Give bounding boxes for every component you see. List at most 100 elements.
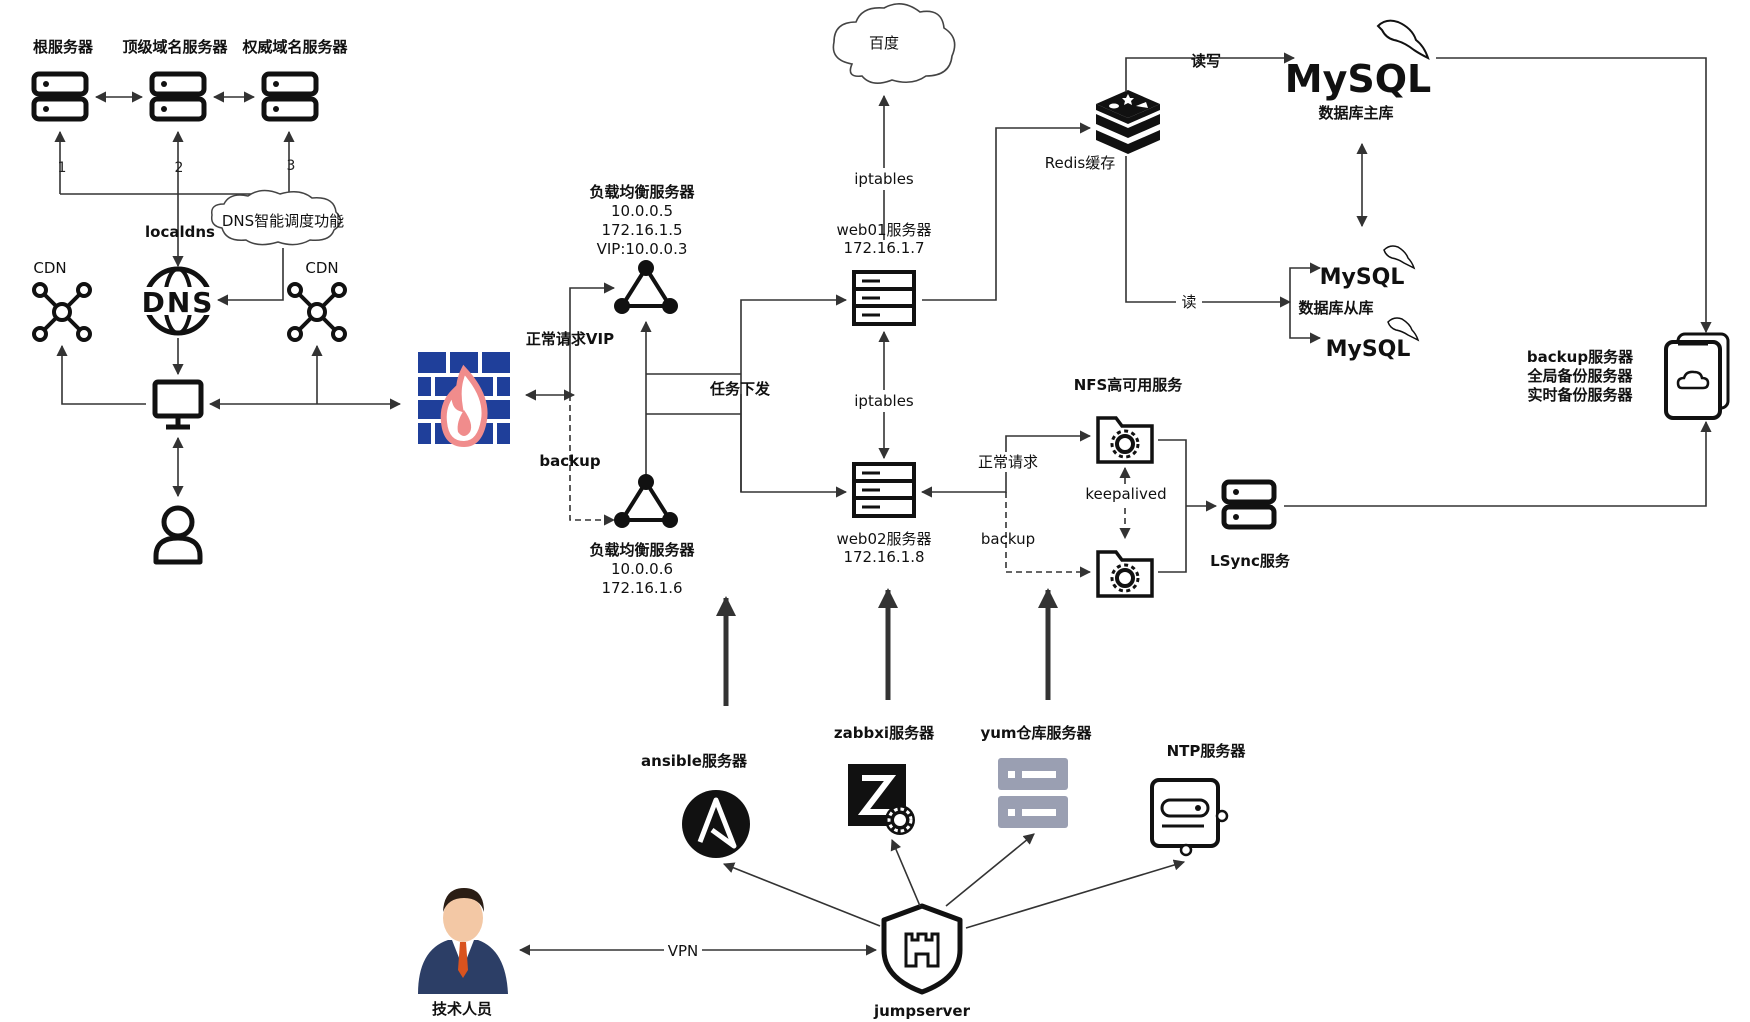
- baidu-cloud: 百度: [832, 3, 956, 84]
- client-monitor-icon: [152, 379, 204, 430]
- zabbix-icon: [848, 764, 915, 835]
- backup-server-line2: 全局备份服务器: [1526, 367, 1633, 385]
- redis-to-master-arrow: [1125, 52, 1296, 92]
- dns-smart-cloud: DNS智能调度功能: [210, 189, 344, 246]
- localdns-label: localdns: [145, 223, 215, 241]
- lsync-label: LSync服务: [1210, 552, 1291, 570]
- web01-server-icon: [852, 270, 916, 326]
- dns-icon-text: DNS: [142, 286, 215, 319]
- to-lb2-backup-arrow: [569, 395, 616, 526]
- step-1-label: 1: [58, 160, 67, 176]
- dns-smart-label: DNS智能调度功能: [222, 212, 344, 230]
- tld-server-label: 顶级域名服务器: [122, 38, 228, 56]
- lsync-server-icon: [1221, 479, 1277, 530]
- mysql-slave2-dolphin-icon: [1387, 317, 1420, 342]
- redis-to-slave-arrow: [1125, 156, 1292, 308]
- lb1-ip1: 10.0.0.5: [611, 202, 673, 220]
- staff-person-icon: [418, 888, 508, 994]
- zabbix-label: zabbxi服务器: [834, 724, 935, 742]
- nfs-merge-line: [1158, 439, 1187, 573]
- root-server-icon: [31, 71, 89, 122]
- backup-server-icon: [1664, 332, 1730, 420]
- jump-to-yum-arrow: [945, 833, 1035, 907]
- step-2-label: 2: [175, 160, 184, 176]
- normal-vip-label: 正常请求VIP: [526, 330, 614, 348]
- master-to-backup-arrow: [1436, 57, 1712, 334]
- mysql-slave1-dolphin-icon: [1383, 245, 1416, 270]
- lsync-to-backup-arrow: [1284, 420, 1712, 507]
- lb1-ip2: 172.16.1.5: [601, 221, 682, 239]
- root-server-label: 根服务器: [33, 38, 94, 56]
- slave1-branch: [1289, 262, 1322, 302]
- jumpserver-shield-icon: [881, 903, 963, 995]
- tld-server-icon: [149, 71, 207, 122]
- jump-to-ansible-arrow: [722, 862, 881, 927]
- write-label: 读写: [1191, 52, 1221, 70]
- mysql-slave2-text: MySQL: [1326, 337, 1411, 362]
- user-icon: [153, 505, 203, 565]
- web02-server-icon: [852, 462, 916, 518]
- lb2-ip1: 10.0.0.6: [611, 560, 673, 578]
- cdn-right-icon: [287, 282, 347, 342]
- mysql-master-logo: MySQL: [1285, 19, 1431, 101]
- ansible-icon: [682, 790, 750, 858]
- yum-label: yum仓库服务器: [980, 724, 1092, 742]
- dns-globe-icon: DNS: [142, 266, 215, 336]
- jump-to-ntp-arrow: [965, 859, 1186, 929]
- ansible-label: ansible服务器: [641, 752, 748, 770]
- mysql-slave1-text: MySQL: [1320, 265, 1405, 290]
- web02-name: web02服务器: [836, 530, 931, 548]
- smart-dns-arrow: [216, 248, 284, 306]
- to-lb1-normal-arrow: [569, 282, 616, 395]
- redis-label: Redis缓存: [1045, 154, 1115, 172]
- iptables-mid-label: iptables: [854, 392, 914, 410]
- mysql-master-text: MySQL: [1285, 57, 1431, 101]
- nfs-backup-label: backup: [981, 530, 1035, 548]
- lb2-title: 负载均衡服务器: [589, 541, 695, 559]
- web02-to-nfs2-backup-arrow: [1005, 492, 1092, 578]
- master-label: 数据库主库: [1318, 104, 1393, 122]
- backup-label: backup: [539, 452, 600, 470]
- jump-to-zabbix-arrow: [890, 838, 921, 907]
- backup-server-line1: backup服务器: [1527, 348, 1634, 366]
- web01-to-redis-arrow: [922, 122, 1092, 301]
- web01-ip: 172.16.1.7: [843, 239, 924, 257]
- nfs-secondary-icon: [1096, 550, 1154, 598]
- ntp-server-icon: [1150, 778, 1229, 857]
- keepalived-label: keepalived: [1085, 485, 1166, 503]
- ntp-label: NTP服务器: [1167, 742, 1247, 760]
- cdn-right-label: CDN: [305, 259, 338, 277]
- jumpserver-label: jumpserver: [873, 1002, 971, 1020]
- dispatch-label: 任务下发: [709, 380, 771, 398]
- client-to-cdn-left-arrow: [56, 344, 146, 405]
- yum-server-icon: [998, 758, 1068, 828]
- vpn-label: VPN: [668, 942, 699, 960]
- cdn-left-label: CDN: [33, 259, 66, 277]
- redis-icon: [1096, 90, 1160, 154]
- step-3-label: 3: [287, 158, 296, 174]
- baidu-label: 百度: [869, 34, 899, 52]
- auth-server-icon: [261, 71, 319, 122]
- lb2-icon: [614, 474, 678, 528]
- mysql-slave1-logo: MySQL: [1320, 245, 1416, 290]
- staff-label: 技术人员: [432, 1000, 492, 1018]
- mysql-slave2-logo: MySQL: [1326, 317, 1420, 362]
- cdn-left-icon: [32, 282, 92, 342]
- lb2-ip2: 172.16.1.6: [601, 579, 682, 597]
- nfs-normal-label: 正常请求: [978, 453, 1038, 471]
- nfs-primary-icon: [1096, 416, 1154, 464]
- web01-name: web01服务器: [836, 221, 931, 239]
- read-label: 读: [1181, 293, 1196, 311]
- slave2-branch: [1289, 302, 1322, 344]
- web02-ip: 172.16.1.8: [843, 548, 924, 566]
- slave-label: 数据库从库: [1298, 299, 1373, 317]
- lb1-title: 负载均衡服务器: [589, 183, 695, 201]
- backup-server-line3: 实时备份服务器: [1527, 386, 1633, 404]
- iptables-top-label: iptables: [854, 170, 914, 188]
- lb1-icon: [614, 260, 678, 314]
- mysql-dolphin-icon: [1376, 19, 1430, 60]
- dispatch-to-web02-arrow: [740, 394, 848, 498]
- lb1-vip: VIP:10.0.0.3: [597, 240, 688, 258]
- nfs-label: NFS高可用服务: [1074, 376, 1184, 394]
